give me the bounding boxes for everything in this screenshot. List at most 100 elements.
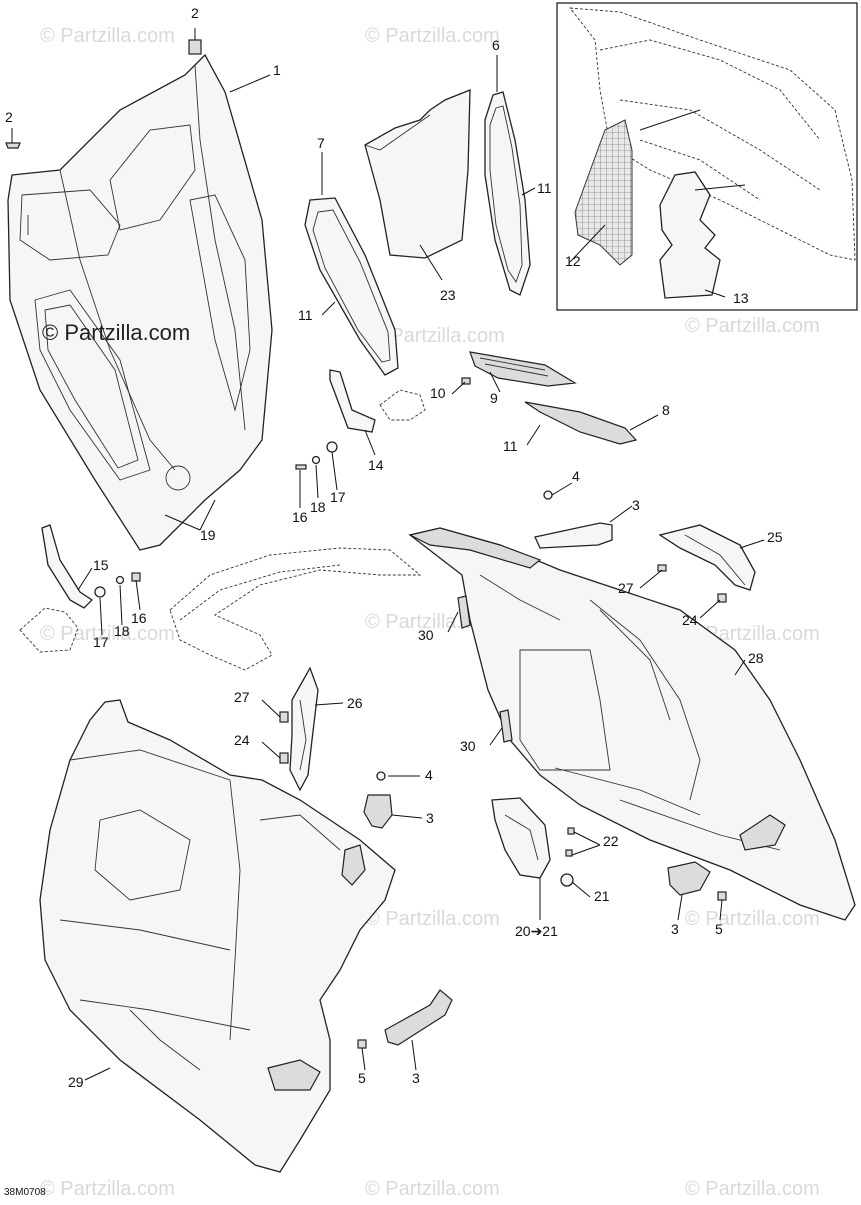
part-3-handle-right — [667, 861, 711, 896]
watermark: © Partzilla.com — [685, 908, 820, 930]
part-29-lower-panel — [39, 699, 396, 1173]
part-30-strip-lower — [499, 709, 513, 743]
callout-2: 2 — [5, 109, 13, 125]
callout-9: 9 — [490, 390, 498, 406]
part-4-cap-upper — [543, 490, 553, 500]
callout-20-21: 20➔21 — [515, 923, 558, 939]
part-16-bolt — [295, 464, 307, 470]
part-3-handle-lower — [384, 989, 453, 1046]
callout-3: 3 — [412, 1070, 420, 1086]
part-25-side-trim — [658, 524, 756, 591]
callout-16: 16 — [292, 509, 308, 525]
callout-11: 11 — [298, 307, 313, 323]
callout-7: 7 — [317, 135, 325, 151]
watermark: © Partzilla.com — [365, 1178, 500, 1200]
part-4-cap-middle — [376, 771, 386, 781]
part-16-bolt-lower — [131, 572, 141, 582]
part-24-screw-lower — [279, 752, 289, 764]
callout-8: 8 — [662, 402, 670, 418]
callout-17: 17 — [93, 634, 109, 650]
part-8-trim — [524, 401, 638, 445]
callout-5: 5 — [358, 1070, 366, 1086]
callout-13: 13 — [733, 290, 749, 306]
part-23-foam-block — [364, 89, 471, 259]
leader-lines — [11, 28, 765, 1081]
callout-30: 30 — [460, 738, 476, 754]
part-28-side-panel — [408, 527, 856, 921]
part-20-bracket — [491, 797, 551, 879]
watermark: © Partzilla.com — [40, 25, 175, 47]
callout-19: 19 — [200, 527, 216, 543]
callout-1: 1 — [273, 62, 281, 78]
callout-23: 23 — [440, 287, 456, 303]
part-5-screw-right — [717, 891, 727, 901]
part-27-screw-lower — [279, 711, 289, 723]
callout-16: 16 — [131, 610, 147, 626]
watermark: © Partzilla.com — [685, 315, 820, 337]
part-6-vent-frame — [484, 91, 531, 296]
callout-4: 4 — [572, 468, 580, 484]
part-17-washer-lower — [94, 586, 106, 598]
callout-28: 28 — [748, 650, 764, 666]
callout-21: 21 — [594, 888, 610, 904]
callout-18: 18 — [310, 499, 326, 515]
callout-18: 18 — [114, 623, 130, 639]
callout-11: 11 — [503, 438, 518, 454]
callout-10: 10 — [430, 385, 446, 401]
part-30-strip-upper — [457, 595, 471, 629]
callout-14: 14 — [368, 457, 384, 473]
callout-24: 24 — [234, 732, 250, 748]
callout-2: 2 — [191, 5, 199, 21]
part-10-clip — [461, 377, 471, 385]
callout-22: 22 — [603, 833, 619, 849]
part-2-clip-left — [5, 142, 21, 149]
callout-27: 27 — [234, 689, 250, 705]
callout-17: 17 — [330, 489, 346, 505]
part-3-handle-upper — [534, 522, 613, 549]
callouts: 1 2 2 7 6 11 11 23 12 13 10 9 8 11 14 16… — [5, 5, 783, 1090]
part-27-screw-upper — [657, 564, 667, 572]
watermark: © Partzilla.com — [365, 25, 500, 47]
callout-29: 29 — [68, 1074, 84, 1090]
part-26-trim — [289, 666, 319, 792]
part-18-washer-lower — [115, 575, 125, 585]
callout-3: 3 — [671, 921, 679, 937]
part-9-grille — [469, 351, 577, 387]
part-5-screw-lower — [357, 1039, 367, 1049]
part-3-handle-middle — [363, 794, 393, 829]
part-17-washer — [326, 441, 338, 453]
callout-5: 5 — [715, 921, 723, 937]
callout-26: 26 — [347, 695, 363, 711]
part-2-clip-top — [188, 39, 202, 55]
watermark: © Partzilla.com — [365, 908, 500, 930]
part-24-screw-upper — [717, 593, 727, 603]
part-15-bracket — [19, 524, 94, 653]
watermark: © Partzilla.com — [40, 1178, 175, 1200]
callout-6: 6 — [492, 37, 500, 53]
part-22-screw-b — [565, 849, 573, 857]
callout-11: 11 — [537, 180, 552, 196]
part-18-washer — [311, 455, 321, 465]
watermark: © Partzilla.com — [370, 325, 505, 347]
watermark: © Partzilla.com — [42, 320, 190, 345]
ghost-bracket — [169, 547, 422, 671]
part-21-nut — [560, 873, 574, 887]
callout-3: 3 — [632, 497, 640, 513]
watermark: © Partzilla.com — [685, 1178, 820, 1200]
part-14-bracket — [329, 369, 426, 433]
callout-4: 4 — [425, 767, 433, 783]
callout-15: 15 — [93, 557, 109, 573]
callout-12: 12 — [565, 253, 581, 269]
callout-30: 30 — [418, 627, 434, 643]
part-1-hood-panel — [7, 53, 273, 551]
part-7-vent-frame — [304, 197, 399, 376]
callout-24: 24 — [682, 612, 698, 628]
callout-27: 27 — [618, 580, 634, 596]
inset-detail-box — [556, 2, 858, 311]
callout-3: 3 — [426, 810, 434, 826]
reference-code: 38M0708 — [4, 1187, 46, 1198]
callout-25: 25 — [767, 529, 783, 545]
part-22-screw-a — [567, 827, 575, 835]
